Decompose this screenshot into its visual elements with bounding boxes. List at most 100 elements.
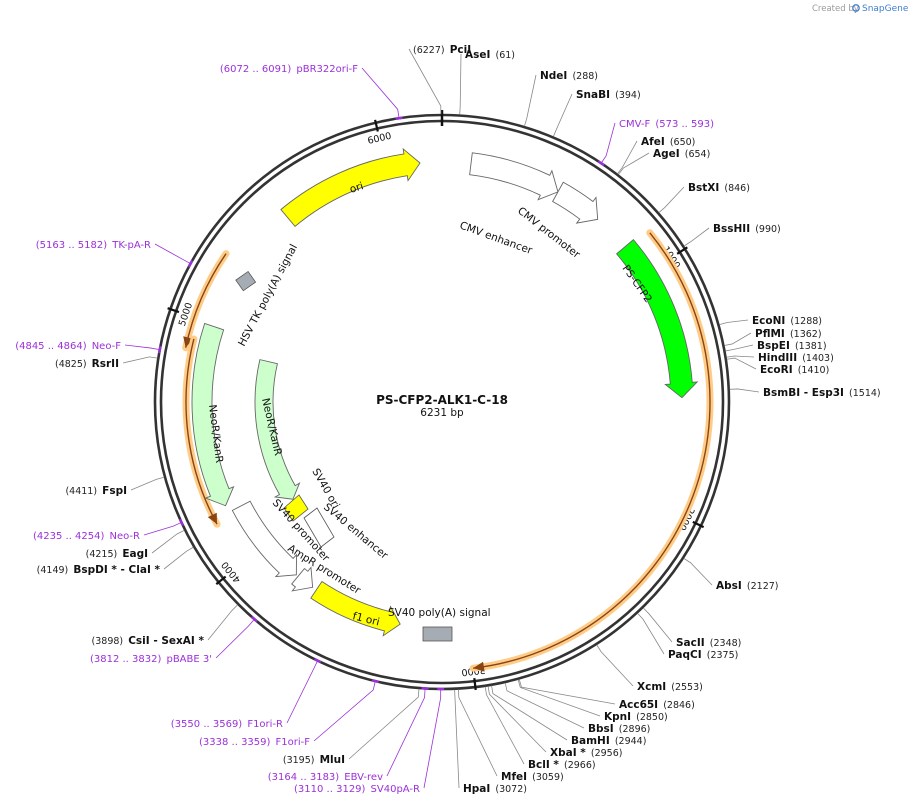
site-position: (2375) bbox=[707, 650, 739, 661]
enzyme-label[interactable]: BsmBI - Esp3I (1514) bbox=[763, 381, 881, 400]
orf-arrowhead bbox=[207, 512, 218, 525]
site-name: CsiI - SexAI * bbox=[128, 635, 204, 647]
primer-label[interactable]: (4235 .. 4254) Neo-R bbox=[33, 524, 140, 543]
site-position: (4149) bbox=[37, 565, 69, 576]
enzyme-label[interactable]: HindIII (1403) bbox=[758, 346, 834, 365]
leader-line bbox=[524, 74, 537, 127]
site-position: (4235 .. 4254) bbox=[33, 531, 105, 542]
primer-label[interactable]: (6072 .. 6091) pBR322ori-F bbox=[220, 57, 358, 76]
enzyme-label[interactable]: (4149) BspDI * - ClaI * bbox=[37, 558, 161, 577]
site-position: (1410) bbox=[798, 365, 830, 376]
tick-mark bbox=[692, 520, 705, 529]
enzyme-label[interactable]: XcmI (2553) bbox=[637, 675, 703, 694]
enzyme-label[interactable]: BspEI (1381) bbox=[757, 334, 827, 353]
primer-label[interactable]: (3110 .. 3129) SV40pA-R bbox=[294, 777, 420, 796]
enzyme-label[interactable]: AfeI (650) bbox=[641, 130, 695, 149]
primer-label[interactable]: (3812 .. 3832) pBABE 3' bbox=[90, 647, 212, 666]
enzyme-label[interactable]: HpaI (3072) bbox=[463, 777, 527, 796]
site-position: (1381) bbox=[795, 341, 827, 352]
site-position: (3338 .. 3359) bbox=[199, 737, 271, 748]
primer-label[interactable]: (3164 .. 3183) EBV-rev bbox=[268, 765, 383, 784]
enzyme-label[interactable]: (4215) EagI bbox=[86, 542, 148, 561]
site-position: (6227) bbox=[413, 45, 445, 56]
site-position: (1514) bbox=[849, 388, 881, 399]
primer-mark bbox=[157, 346, 162, 354]
site-position: (394) bbox=[615, 90, 641, 101]
enzyme-label[interactable]: (3898) CsiI - SexAI * bbox=[92, 629, 205, 648]
site-position: (2896) bbox=[619, 724, 651, 735]
sv40-enhancer-box bbox=[303, 507, 335, 548]
enzyme-label[interactable]: (3195) MluI bbox=[283, 748, 345, 767]
enzyme-label[interactable]: BstXI (846) bbox=[688, 176, 750, 195]
enzyme-label[interactable]: SnaBI (394) bbox=[576, 83, 641, 102]
site-position: (4825) bbox=[55, 359, 87, 370]
site-name: F1ori-F bbox=[276, 737, 311, 748]
site-position: (1362) bbox=[790, 329, 822, 340]
site-position: (2966) bbox=[564, 760, 596, 771]
primer-label[interactable]: (4845 .. 4864) Neo-F bbox=[15, 334, 121, 353]
site-name: XcmI bbox=[637, 681, 666, 693]
primer-label[interactable]: (5163 .. 5182) TK-pA-R bbox=[36, 233, 151, 252]
feature-arrows bbox=[191, 147, 699, 637]
enzyme-label[interactable]: BclI * (2966) bbox=[528, 753, 596, 772]
site-name: pBABE 3' bbox=[166, 654, 212, 665]
site-position: (288) bbox=[572, 71, 598, 82]
site-name: FspI bbox=[102, 485, 127, 497]
enzyme-label[interactable]: MfeI (3059) bbox=[501, 765, 564, 784]
primer-label[interactable]: (3338 .. 3359) F1ori-F bbox=[199, 730, 310, 749]
enzyme-label[interactable]: NdeI (288) bbox=[540, 64, 598, 83]
tick-mark bbox=[676, 246, 688, 255]
feature-ampr-promoter bbox=[291, 566, 314, 592]
site-position: (4215) bbox=[86, 549, 118, 560]
sv40-enhancer-label: SV40 enhancer bbox=[321, 501, 390, 562]
leader-line bbox=[386, 689, 426, 777]
enzyme-label[interactable]: BbsI (2896) bbox=[588, 717, 650, 736]
tick-mark bbox=[373, 119, 379, 132]
site-name: BsmBI - Esp3I bbox=[763, 387, 844, 399]
enzyme-label[interactable]: AgeI (654) bbox=[653, 142, 710, 161]
primer-mark bbox=[250, 615, 258, 623]
feature-ori bbox=[280, 147, 421, 228]
enzyme-label[interactable]: BamHI (2944) bbox=[571, 729, 646, 748]
leader-line bbox=[637, 613, 665, 655]
enzyme-label[interactable]: Acc65I (2846) bbox=[619, 693, 695, 712]
cmv-enhancer-label: CMV enhancer bbox=[458, 220, 534, 258]
leader-line bbox=[596, 644, 634, 687]
enzyme-label[interactable]: BssHII (990) bbox=[713, 217, 781, 236]
leader-line bbox=[459, 53, 462, 115]
site-name: AbsI bbox=[716, 580, 742, 592]
site-name: HindIII bbox=[758, 352, 797, 364]
enzyme-label[interactable]: (4411) FspI bbox=[65, 479, 127, 498]
site-position: (990) bbox=[755, 224, 781, 235]
primer-label[interactable]: CMV-F (573 .. 593) bbox=[619, 112, 714, 131]
leader-line bbox=[361, 67, 400, 118]
leader-line bbox=[683, 227, 710, 247]
enzyme-label[interactable]: SacII (2348) bbox=[676, 631, 741, 650]
site-position: (6072 .. 6091) bbox=[220, 64, 292, 75]
enzyme-label[interactable]: EcoNI (1288) bbox=[752, 309, 822, 328]
enzyme-label[interactable]: KpnI (2850) bbox=[604, 705, 668, 724]
primer-mark bbox=[178, 518, 185, 527]
leader-line bbox=[487, 686, 547, 753]
leader-line bbox=[122, 356, 158, 364]
tick-label: 4000 bbox=[220, 559, 244, 585]
enzyme-label[interactable]: XbaI * (2956) bbox=[550, 741, 622, 760]
primer-label[interactable]: (3550 .. 3569) F1ori-R bbox=[171, 712, 283, 731]
enzyme-label[interactable]: EcoRI (1410) bbox=[760, 358, 829, 377]
enzyme-label[interactable]: PaqCI (2375) bbox=[668, 643, 738, 662]
site-name: BspEI bbox=[757, 340, 790, 352]
site-position: (4411) bbox=[65, 486, 97, 497]
site-position: (3550 .. 3569) bbox=[171, 719, 243, 730]
enzyme-label[interactable]: AseI (61) bbox=[465, 43, 515, 62]
site-name: HpaI bbox=[463, 783, 490, 795]
primer-mark bbox=[395, 116, 403, 121]
site-name: Neo-F bbox=[92, 341, 122, 352]
leader-line bbox=[454, 689, 460, 789]
enzyme-label[interactable]: PflMI (1362) bbox=[755, 322, 822, 341]
enzyme-label[interactable]: (6227) PciI bbox=[413, 38, 471, 57]
feature-f1-ori bbox=[310, 580, 401, 637]
enzyme-label[interactable]: AbsI (2127) bbox=[716, 574, 779, 593]
leader-line bbox=[719, 319, 749, 326]
site-position: (2956) bbox=[591, 748, 623, 759]
enzyme-label[interactable]: (4825) RsrII bbox=[55, 352, 119, 371]
